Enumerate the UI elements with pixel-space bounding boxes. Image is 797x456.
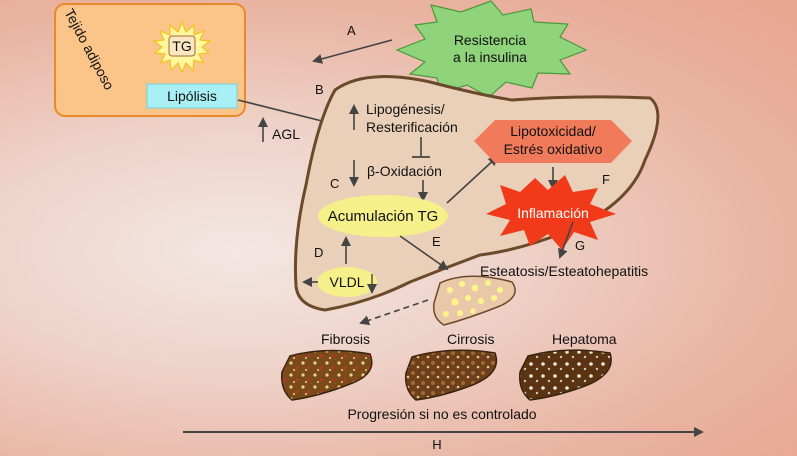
insulin-resistance-star [395,0,588,98]
inflammation-to-steatosis-arrow [558,221,574,259]
fatty-liver-small [432,275,516,326]
fibrosis-label: Fibrosis [321,331,370,347]
lipolysis-box [146,83,238,109]
label-f: F [602,172,610,187]
insulin-to-adipose-arrow [312,39,393,64]
accumulation-to-lipotoxicity-arrow [446,155,499,204]
insulin-resistance-line2: a la insulina [453,49,527,65]
lipolysis-to-liver-arrow [237,99,336,127]
label-b: B [315,82,324,97]
progression-label: Progresión si no es controlado [347,406,536,422]
accumulation-tg-label: Acumulación TG [328,208,439,225]
fatty-liver-to-fibrosis-arrow [359,299,429,326]
beta-oxidation-label: β-Oxidación [367,163,442,179]
label-h: H [432,437,441,452]
accumulation-tg-ellipse [318,195,448,237]
hepatoma-label: Hepatoma [552,331,617,347]
hepatoma-liver [518,349,612,401]
vldl-label: VLDL [329,274,364,290]
agl-label: AGL [272,126,300,142]
lipolysis-label: Lipólisis [167,88,217,104]
fibrosis-liver [280,349,373,401]
tg-label: TG [172,38,191,54]
vldl-ellipse [317,267,377,297]
inflammation-burst [486,175,616,250]
steatosis-label: Esteatosis/Esteatohepatitis [480,263,648,279]
lipotoxicity-hexagon [474,120,632,163]
cirrhosis-liver [404,349,498,401]
lipogenesis-line1: Lipogénesis/ [366,101,445,117]
fatty-liver-droplets [443,280,503,317]
lipogenesis-line2: Resterificación [366,119,458,135]
tg-box [168,35,196,57]
label-c: C [330,176,339,191]
cirrhosis-label: Cirrosis [447,331,494,347]
label-d: D [314,245,323,260]
label-a: A [347,23,356,38]
accumulation-to-fatty-liver-arrow [399,235,449,271]
insulin-resistance-line1: Resistencia [454,32,527,48]
label-g: G [575,238,585,253]
inflammation-label: Inflamación [517,205,589,221]
lipotoxicity-line2: Estrés oxidativo [504,141,603,157]
label-e: E [432,234,441,249]
lipotoxicity-line1: Lipotoxicidad/ [510,123,596,139]
